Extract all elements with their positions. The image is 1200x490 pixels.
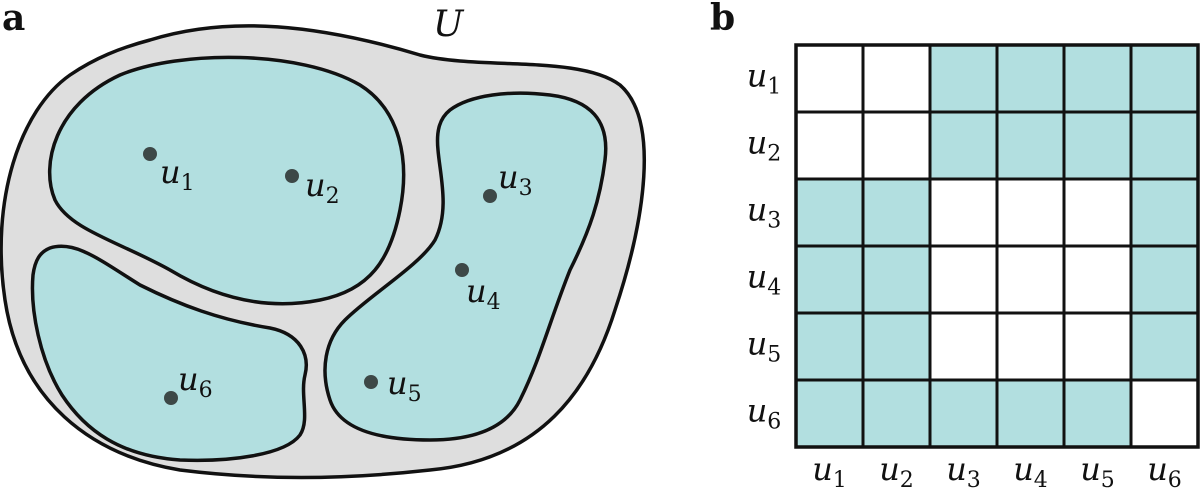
row-label-u1-sub: 1 [767, 75, 781, 100]
matrix-cell-u2-u1 [794, 110, 865, 181]
matrix-cell-u5-u1 [794, 311, 865, 382]
row-label-u4: u4 [747, 258, 782, 301]
label-u3: u3 [498, 158, 533, 201]
matrix-cell-u2-u4 [995, 110, 1066, 181]
row-label-u4-sub: 4 [767, 276, 781, 301]
universe-label: U [433, 4, 465, 45]
row-label-u5: u5 [747, 325, 782, 368]
row-label-u6: u6 [747, 392, 782, 435]
block-u6 [30, 244, 308, 463]
col-label-u6-sub: 6 [1168, 468, 1182, 490]
matrix-cell-u5-u5 [1062, 311, 1133, 382]
col-label-u3-sub: 3 [967, 468, 981, 490]
row-label-u2-base: u [747, 124, 768, 162]
label-u6: u6 [178, 360, 213, 403]
matrix-cell-u1-u5 [1062, 43, 1133, 114]
col-label-u4-base: u [1013, 450, 1034, 488]
col-label-u5-sub: 5 [1101, 468, 1115, 490]
row-label-u2-sub: 2 [767, 142, 781, 167]
row-label-u6-sub: 6 [767, 410, 781, 435]
col-label-u4-sub: 4 [1034, 468, 1048, 490]
row-label-u1: u1 [747, 57, 782, 100]
row-label-u4-base: u [747, 258, 768, 296]
label-u4: u4 [466, 272, 501, 315]
matrix-cell-u5-u2 [861, 311, 932, 382]
matrix-cell-u6-u5 [1062, 378, 1133, 449]
label-u2: u2 [305, 166, 340, 209]
row-label-u2: u2 [747, 124, 782, 167]
row-label-u3-sub: 3 [767, 209, 781, 234]
col-label-u2-base: u [879, 450, 900, 488]
point-u5 [364, 375, 378, 389]
matrix-cell-u3-u4 [995, 177, 1066, 248]
matrix-cell-u1-u1 [794, 43, 865, 114]
col-label-u1-base: u [812, 450, 833, 488]
row-label-u3: u3 [747, 191, 782, 234]
point-u1 [143, 147, 157, 161]
matrix-cell-u6-u3 [928, 378, 999, 449]
matrix-cell-u3-u1 [794, 177, 865, 248]
col-label-u3-base: u [946, 450, 967, 488]
matrix-cell-u1-u2 [861, 43, 932, 114]
matrix-cell-u2-u2 [861, 110, 932, 181]
label-u1: u1 [160, 153, 195, 196]
col-label-u3: u3 [946, 450, 981, 490]
row-label-u5-base: u [747, 325, 768, 363]
panel-a-label: a [2, 0, 25, 39]
matrix-cell-u4-u6 [1129, 244, 1200, 315]
panel-a: a U u1 u2 u3 u4 u5 u6 [0, 0, 647, 480]
matrix-cell-u2-u6 [1129, 110, 1200, 181]
matrix-cell-u5-u6 [1129, 311, 1200, 382]
matrix-cell-u1-u3 [928, 43, 999, 114]
matrix-cell-u5-u4 [995, 311, 1066, 382]
matrix-cell-u1-u6 [1129, 43, 1200, 114]
row-label-u1-base: u [747, 57, 768, 95]
col-label-u6: u6 [1147, 450, 1182, 490]
matrix-cell-u2-u3 [928, 110, 999, 181]
relation-matrix [794, 43, 1200, 449]
point-u3 [483, 189, 497, 203]
point-u4 [455, 263, 469, 277]
point-u2 [285, 169, 299, 183]
matrix-cell-u4-u4 [995, 244, 1066, 315]
row-label-u5-sub: 5 [767, 343, 781, 368]
col-label-u5-base: u [1080, 450, 1101, 488]
matrix-cell-u6-u2 [861, 378, 932, 449]
matrix-cell-u4-u2 [861, 244, 932, 315]
block-u1-u2 [47, 55, 406, 306]
matrix-cell-u6-u1 [794, 378, 865, 449]
col-label-u2-sub: 2 [900, 468, 914, 490]
matrix-cell-u6-u6 [1129, 378, 1200, 449]
col-label-u6-base: u [1147, 450, 1168, 488]
matrix-cell-u3-u3 [928, 177, 999, 248]
col-label-u1: u1 [812, 450, 847, 490]
matrix-cell-u4-u5 [1062, 244, 1133, 315]
col-label-u2: u2 [879, 450, 914, 490]
matrix-cell-u4-u3 [928, 244, 999, 315]
matrix-cell-u3-u6 [1129, 177, 1200, 248]
label-u5: u5 [387, 364, 422, 407]
matrix-cell-u3-u5 [1062, 177, 1133, 248]
matrix-cell-u3-u2 [861, 177, 932, 248]
matrix-cell-u6-u4 [995, 378, 1066, 449]
matrix-cell-u5-u3 [928, 311, 999, 382]
point-u6 [164, 391, 178, 405]
row-label-u3-base: u [747, 191, 768, 229]
matrix-cell-u4-u1 [794, 244, 865, 315]
matrix-cell-u2-u5 [1062, 110, 1133, 181]
panel-b-label: b [710, 0, 735, 39]
col-label-u1-sub: 1 [833, 468, 847, 490]
matrix-border [794, 43, 1200, 449]
row-label-u6-base: u [747, 392, 768, 430]
col-label-u5: u5 [1080, 450, 1115, 490]
col-label-u4: u4 [1013, 450, 1048, 490]
matrix-cell-u1-u4 [995, 43, 1066, 114]
